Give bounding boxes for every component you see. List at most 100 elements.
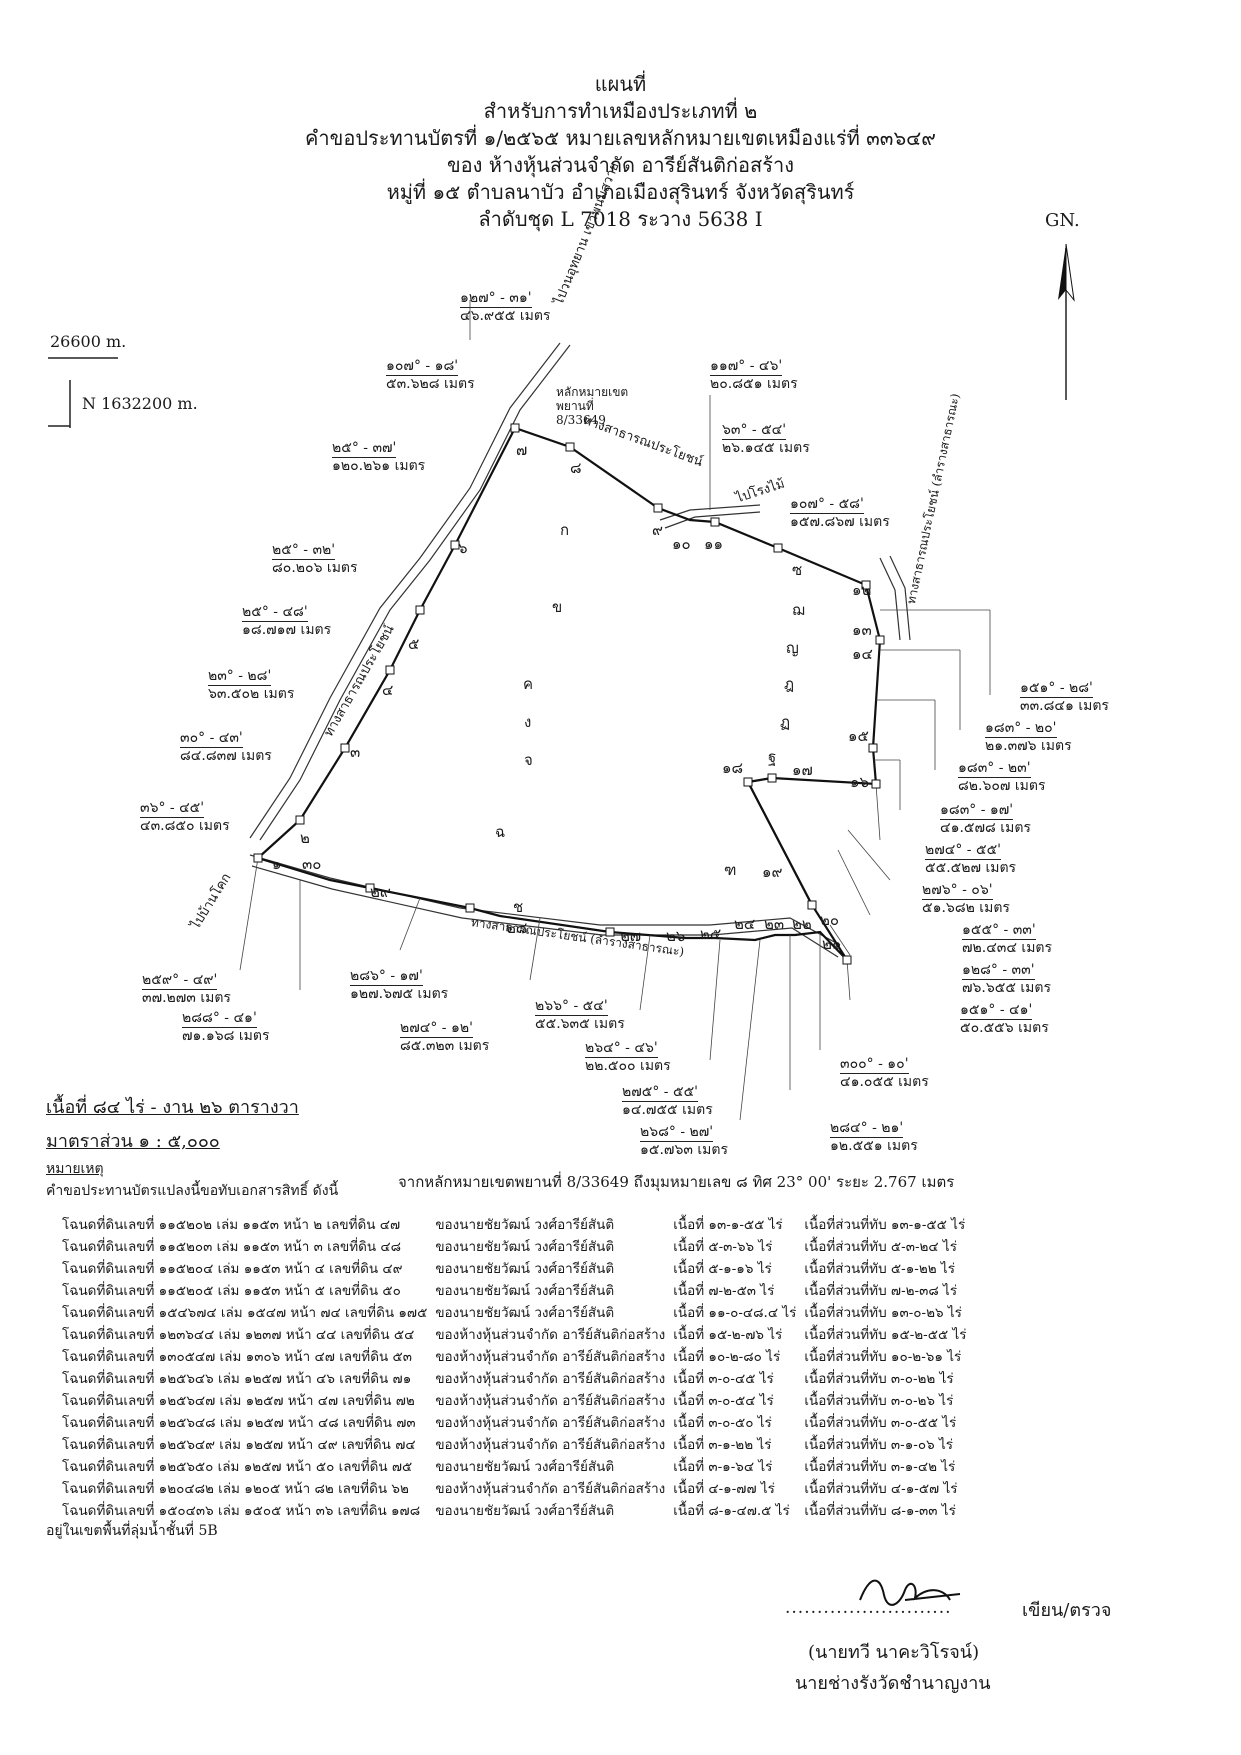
point-label: ๑๘ xyxy=(722,759,744,777)
witness-marker-label: หลักหมายเขต พยานที่ 8/33649 xyxy=(556,385,629,427)
deed-overlap: เนื้อที่ส่วนที่ทับ ๓-๑-๔๒ ไร่ xyxy=(804,1459,956,1475)
parcel-label: ซ xyxy=(792,561,803,579)
table-row: โฉนดที่ดินเลขที่ ๑๑๕๒๐๕ เล่ม ๑๑๕๓ หน้า ๕… xyxy=(58,1279,971,1301)
point-label: ๑๗ xyxy=(792,761,813,779)
deed-overlap: เนื้อที่ส่วนที่ทับ ๓-๐-๕๕ ไร่ xyxy=(804,1415,957,1431)
segment-callout: ๑๑๗° - ๔๖'๒๐.๘๕๑ เมตร xyxy=(710,358,798,392)
deed-owner: ของนายชัยวัฒน์ วงศ์อารีย์สันติ xyxy=(435,1503,615,1519)
segment-callout: ๓๐° - ๔๓'๘๔.๘๓๗ เมตร xyxy=(180,730,272,764)
deed-owner: ของนายชัยวัฒน์ วงศ์อารีย์สันติ xyxy=(435,1261,615,1277)
deed-overlap: เนื้อที่ส่วนที่ทับ ๓-๐-๒๒ ไร่ xyxy=(804,1371,954,1387)
point-label: ๑๔ xyxy=(852,645,873,663)
deed-area: เนื้อที่ ๓-๑-๖๔ ไร่ xyxy=(673,1459,773,1475)
table-row: โฉนดที่ดินเลขที่ ๑๑๕๒๐๓ เล่ม ๑๑๕๓ หน้า ๓… xyxy=(58,1235,971,1257)
deed-deed: โฉนดที่ดินเลขที่ ๑๑๕๒๐๕ เล่ม ๑๑๕๓ หน้า ๕… xyxy=(62,1283,401,1299)
deed-area: เนื้อที่ ๕-๓-๖๖ ไร่ xyxy=(673,1239,773,1255)
table-row: โฉนดที่ดินเลขที่ ๑๒๕๖๕๐ เล่ม ๑๒๕๗ หน้า ๕… xyxy=(58,1455,971,1477)
deed-area: เนื้อที่ ๓-๑-๒๒ ไร่ xyxy=(673,1437,772,1453)
segment-callout: ๒๘๔° - ๒๑'๑๒.๕๕๑ เมตร xyxy=(830,1120,918,1154)
segment-callout: ๒๘๘° - ๔๑'๗๑.๑๖๘ เมตร xyxy=(182,1010,270,1044)
segment-callout: ๑๐๗° - ๑๘'๕๓.๖๒๘ เมตร xyxy=(386,358,475,392)
point-label: ๒๕ xyxy=(700,925,722,943)
point-label: ๑๐ xyxy=(672,535,691,553)
deed-deed: โฉนดที่ดินเลขที่ ๑๕๐๔๓๖ เล่ม ๑๕๐๕ หน้า ๓… xyxy=(62,1503,421,1519)
deed-overlap: เนื้อที่ส่วนที่ทับ ๕-๑-๒๒ ไร่ xyxy=(804,1261,955,1277)
point-label: ๙ xyxy=(652,521,663,539)
subtitle-mine-type: สำหรับการทำเหมืองประเภทที่ ๒ xyxy=(483,99,758,123)
subtitle-owner: ของ ห้างหุ้นส่วนจำกัด อารีย์สันติก่อสร้า… xyxy=(447,153,794,177)
deed-overlap: เนื้อที่ส่วนที่ทับ ๑๐-๒-๖๑ ไร่ xyxy=(804,1349,962,1365)
point-label: ๖ xyxy=(458,539,468,557)
segment-callout: ๒๗๔° - ๑๒'๘๕.๓๒๓ เมตร xyxy=(400,1020,490,1054)
segment-callout: ๒๗๕° - ๕๕'๑๔.๗๕๕ เมตร xyxy=(622,1084,713,1118)
witness-note: จากหลักหมายเขตพยานที่ 8/33649 ถึงมุมหมาย… xyxy=(398,1173,955,1191)
deed-overlap: เนื้อที่ส่วนที่ทับ ๕-๓-๒๔ ไร่ xyxy=(804,1239,957,1255)
point-label: ๑ xyxy=(272,855,282,873)
parcel-label: ญ xyxy=(786,639,799,657)
table-row: โฉนดที่ดินเลขที่ ๑๒๓๖๔๔ เล่ม ๑๒๓๗ หน้า ๔… xyxy=(58,1323,971,1345)
corner-markers xyxy=(253,423,885,965)
point-label: ๒๒ xyxy=(792,915,812,933)
point-label: ๓ xyxy=(350,743,361,761)
deed-deed: โฉนดที่ดินเลขที่ ๑๒๕๖๔๘ เล่ม ๑๒๕๗ หน้า ๔… xyxy=(62,1415,416,1431)
subtitle-sheet: ลำดับชุด L 7018 ระวาง 5638 I xyxy=(478,207,763,231)
point-label: ๑๙ xyxy=(762,863,783,881)
segment-callout: ๒๕° - ๓๒'๘๐.๒๐๖ เมตร xyxy=(272,542,358,576)
point-label: ๑๕ xyxy=(848,727,869,745)
point-label: ๔ xyxy=(382,681,394,699)
signature-line: .......................... xyxy=(785,1598,952,1618)
remarks-title: หมายเหตุ xyxy=(46,1161,104,1177)
segment-callout: ๑๘๓° - ๒๐'๒๑.๓๗๖ เมตร xyxy=(985,720,1072,754)
deed-owner: ของห้างหุ้นส่วนจำกัด อารีย์สันติก่อสร้าง xyxy=(435,1393,666,1409)
deed-area: เนื้อที่ ๑๑-๐-๔๘.๔ ไร่ xyxy=(673,1305,797,1321)
segment-callout: ๑๘๓° - ๒๓'๘๒.๖๐๗ เมตร xyxy=(958,760,1046,794)
watershed-note: อยู่ในเขตพื้นที่ลุ่มน้ำชั้นที่ 5B xyxy=(46,1523,218,1539)
table-row: โฉนดที่ดินเลขที่ ๑๒๕๖๔๖ เล่ม ๑๒๕๗ หน้า ๔… xyxy=(58,1367,971,1389)
concession-boundary xyxy=(255,426,882,961)
segment-callout: ๒๕° - ๓๗'๑๒๐.๒๖๑ เมตร xyxy=(332,440,426,474)
parcel-label: ช xyxy=(513,898,524,916)
table-row: โฉนดที่ดินเลขที่ ๑๒๕๖๔๙ เล่ม ๑๒๕๗ หน้า ๔… xyxy=(58,1433,971,1455)
table-row: โฉนดที่ดินเลขที่ ๑๑๕๒๐๔ เล่ม ๑๑๕๓ หน้า ๔… xyxy=(58,1257,971,1279)
segment-callout: ๑๘๓° - ๑๗'๔๑.๕๗๘ เมตร xyxy=(940,802,1031,836)
segment-callout: ๒๕° - ๔๘'๑๘.๗๑๗ เมตร xyxy=(242,604,332,638)
parcel-label: ฌ xyxy=(792,601,805,619)
parcel-label: ก xyxy=(560,521,570,539)
segment-callout: ๒๗๔° - ๕๕'๕๕.๕๒๗ เมตร xyxy=(925,842,1017,876)
deed-deed: โฉนดที่ดินเลขที่ ๑๓๐๕๔๗ เล่ม ๑๓๐๖ หน้า ๔… xyxy=(62,1349,412,1365)
deed-area: เนื้อที่ ๔-๑-๗๗ ไร่ xyxy=(673,1481,775,1497)
grid-easting: 26600 m. xyxy=(50,332,127,351)
signer-title: นายช่างรังวัดชำนาญงาน xyxy=(795,1673,991,1694)
deed-area: เนื้อที่ ๓-๐-๕๐ ไร่ xyxy=(673,1415,772,1431)
point-label: ๒๔ xyxy=(734,915,756,933)
segment-callout: ๑๕๑° - ๒๘'๓๓.๘๔๑ เมตร xyxy=(1020,680,1109,714)
deed-area: เนื้อที่ ๑๕-๒-๗๖ ไร่ xyxy=(673,1327,783,1343)
deed-deed: โฉนดที่ดินเลขที่ ๑๒๕๖๔๙ เล่ม ๑๒๕๗ หน้า ๔… xyxy=(62,1437,416,1453)
segment-callout: ๖๓° - ๕๔'๒๖.๑๔๕ เมตร xyxy=(722,422,810,456)
point-label: ๒ xyxy=(300,829,310,847)
point-label: ๑๖ xyxy=(850,773,870,791)
deed-deed: โฉนดที่ดินเลขที่ ๑๕๔๖๗๔ เล่ม ๑๕๔๗ หน้า ๗… xyxy=(62,1305,428,1321)
point-label: ๒๓ xyxy=(764,915,785,933)
deed-deed: โฉนดที่ดินเลขที่ ๑๒๓๖๔๔ เล่ม ๑๒๓๗ หน้า ๔… xyxy=(62,1327,415,1343)
deed-overlap: เนื้อที่ส่วนที่ทับ ๓-๑-๐๖ ไร่ xyxy=(804,1437,953,1453)
segment-callout: ๑๕๑° - ๔๑'๕๐.๕๕๖ เมตร xyxy=(960,1002,1049,1036)
deed-overlap: เนื้อที่ส่วนที่ทับ ๗-๒-๓๘ ไร่ xyxy=(804,1283,958,1299)
deed-owner: ของนายชัยวัฒน์ วงศ์อารีย์สันติ xyxy=(435,1283,615,1299)
deed-area: เนื้อที่ ๓-๐-๔๕ ไร่ xyxy=(673,1371,774,1387)
signer-name: (นายทวี นาคะวิโรจน์) xyxy=(808,1642,980,1663)
deed-owner: ของนายชัยวัฒน์ วงศ์อารีย์สันติ xyxy=(435,1305,615,1321)
deed-deed: โฉนดที่ดินเลขที่ ๑๒๐๔๘๒ เล่ม ๑๒๐๕ หน้า ๘… xyxy=(62,1481,409,1497)
grid-cross xyxy=(48,357,118,428)
deed-owner: ของนายชัยวัฒน์ วงศ์อารีย์สันติ xyxy=(435,1459,615,1475)
area-total: เนื้อที่ ๘๔ ไร่ - งาน ๒๖ ตารางวา xyxy=(46,1097,299,1118)
north-arrow-icon xyxy=(1058,243,1075,400)
deed-area: เนื้อที่ ๑๓-๑-๕๕ ไร่ xyxy=(673,1217,783,1233)
parcel-label: ฏ xyxy=(780,713,791,731)
deed-area: เนื้อที่ ๕-๑-๑๖ ไร่ xyxy=(673,1261,772,1277)
signature-role: เขียน/ตรวจ xyxy=(1022,1600,1112,1621)
deed-deed: โฉนดที่ดินเลขที่ ๑๒๕๖๔๖ เล่ม ๑๒๕๗ หน้า ๔… xyxy=(62,1371,412,1387)
table-row: โฉนดที่ดินเลขที่ ๑๓๐๕๔๗ เล่ม ๑๓๐๖ หน้า ๔… xyxy=(58,1345,971,1367)
table-row: โฉนดที่ดินเลขที่ ๑๒๕๖๔๘ เล่ม ๑๒๕๗ หน้า ๔… xyxy=(58,1411,971,1433)
